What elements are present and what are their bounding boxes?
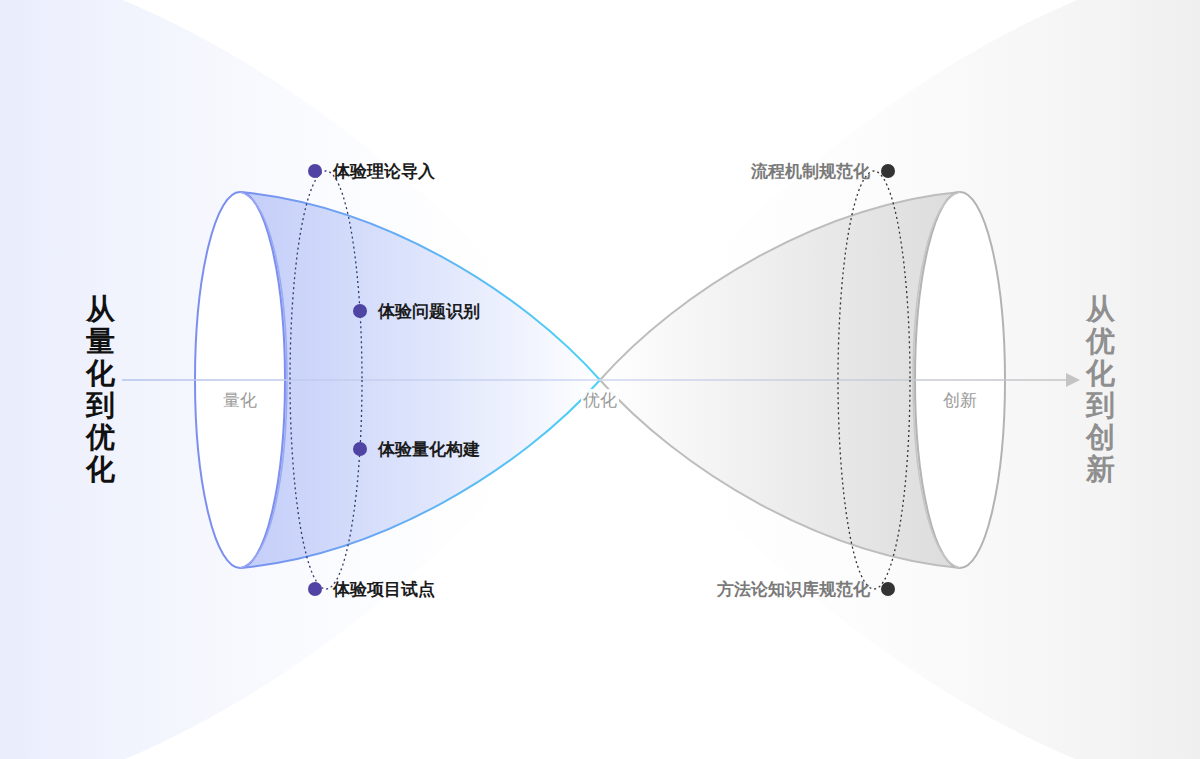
stage-title: 从优化到创新 (1086, 294, 1115, 485)
milestone-dot (881, 164, 895, 178)
milestone-label: 流程机制规范化 (751, 160, 870, 183)
milestone-dot (881, 582, 895, 596)
milestone-label: 体验问题识别 (378, 300, 480, 323)
milestone-label: 方法论知识库规范化 (717, 578, 870, 601)
milestone-dot (353, 442, 367, 456)
axis-label: 优化 (581, 389, 619, 412)
cone-edge (240, 192, 600, 380)
milestone-dot (353, 304, 367, 318)
axis-line (122, 379, 1068, 381)
milestone-label: 体验理论导入 (333, 160, 435, 183)
axis-arrowhead (1066, 373, 1080, 387)
dotted-orbit (838, 171, 910, 589)
cone-edge (600, 380, 960, 568)
stage-title: 从量化到优化 (86, 294, 115, 485)
axis-label: 量化 (221, 389, 259, 412)
dotted-orbit (290, 171, 362, 589)
milestone-dot (308, 164, 322, 178)
milestone-label: 体验量化构建 (378, 438, 480, 461)
cone-edge (600, 192, 960, 380)
milestone-dot (308, 582, 322, 596)
milestone-label: 体验项目试点 (333, 578, 435, 601)
axis-label: 创新 (941, 389, 979, 412)
